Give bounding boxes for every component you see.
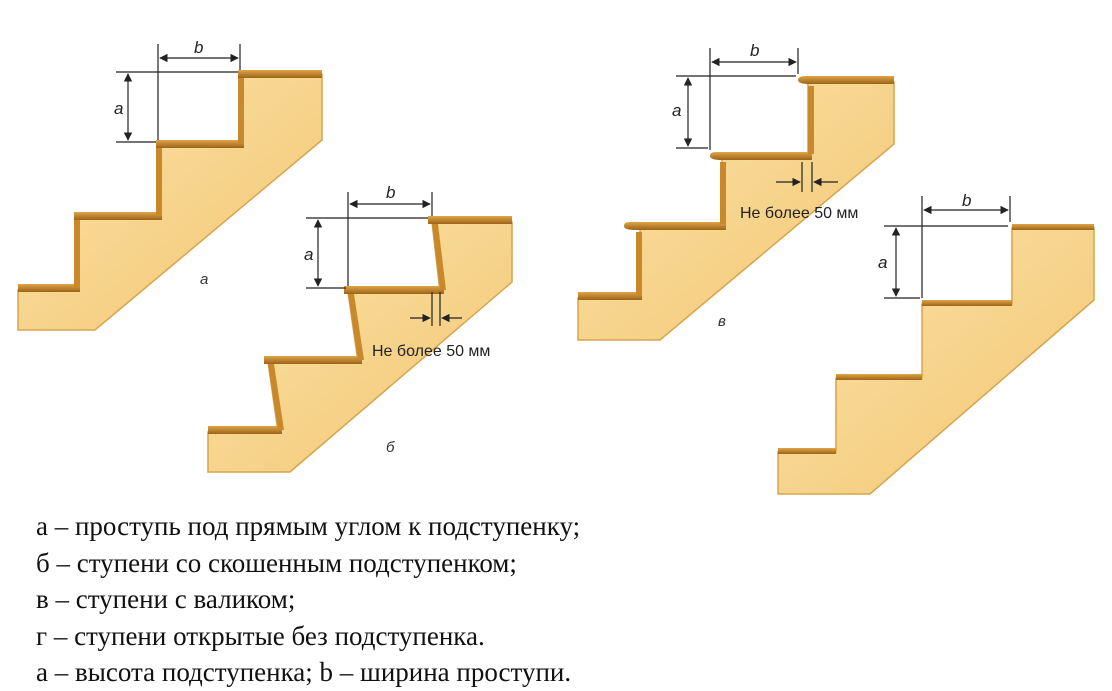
dim-label-a: a [878,253,887,272]
panel-g-dimensions [884,196,1011,299]
tread [922,300,1012,306]
riser [808,86,814,154]
riser [74,220,80,288]
max-50mm-note: Не более 50 мм [372,343,490,360]
riser [432,224,446,290]
tread [428,216,512,224]
stair-body [777,227,1095,495]
dim-label-a: a [114,99,123,118]
panel-g-stair [777,224,1095,495]
dim-label-a: a [304,245,313,264]
riser [156,148,162,216]
legend-line-v: в – ступени с валиком; [36,584,296,614]
dim-label-a: a [672,101,681,120]
panel-a-dimensions [116,44,241,143]
staircase-diagram: b a а b a Не более 50 мм б [17,38,1095,495]
tread [208,426,282,434]
tread [1012,224,1094,230]
tread [344,286,444,294]
panel-letter-a: а [200,271,208,288]
legend-line-dims: а – высота подступенка; b – ширина прост… [36,657,572,687]
legend: а – проступь под прямым углом к подступе… [36,508,1096,691]
tread [264,356,362,364]
nosing-tread [710,152,812,160]
riser [720,162,726,224]
dim-label-b: b [194,38,203,57]
riser [268,364,284,430]
nosing-tread [624,222,726,230]
riser [636,232,642,294]
panel-v-dimensions [676,48,838,192]
dim-label-b: b [750,41,759,60]
tread [238,70,322,78]
legend-line-b: б – ступени со скошенным подступенком; [36,547,517,578]
panel-v-stair [577,76,895,341]
legend-line-g: г – ступени открытые без подступенка. [36,620,485,651]
max-50mm-note: Не более 50 мм [740,205,858,222]
panel-letter-v: в [718,313,726,330]
tread [836,374,922,380]
panel-a-stair [17,70,323,331]
dim-label-b: b [386,183,395,202]
tread [18,284,80,292]
legend-line-a: а – проступь под прямым углом к подступе… [36,511,581,541]
tread [578,292,642,300]
panel-b-dimensions [306,192,462,326]
tread [156,140,244,148]
tread [778,448,836,454]
tread [74,212,162,220]
dim-label-b: b [962,191,971,210]
nosing-tread [798,76,894,84]
panel-letter-b: б [386,439,395,456]
panel-b-stair [207,216,513,473]
riser [348,294,364,360]
riser [238,78,244,144]
